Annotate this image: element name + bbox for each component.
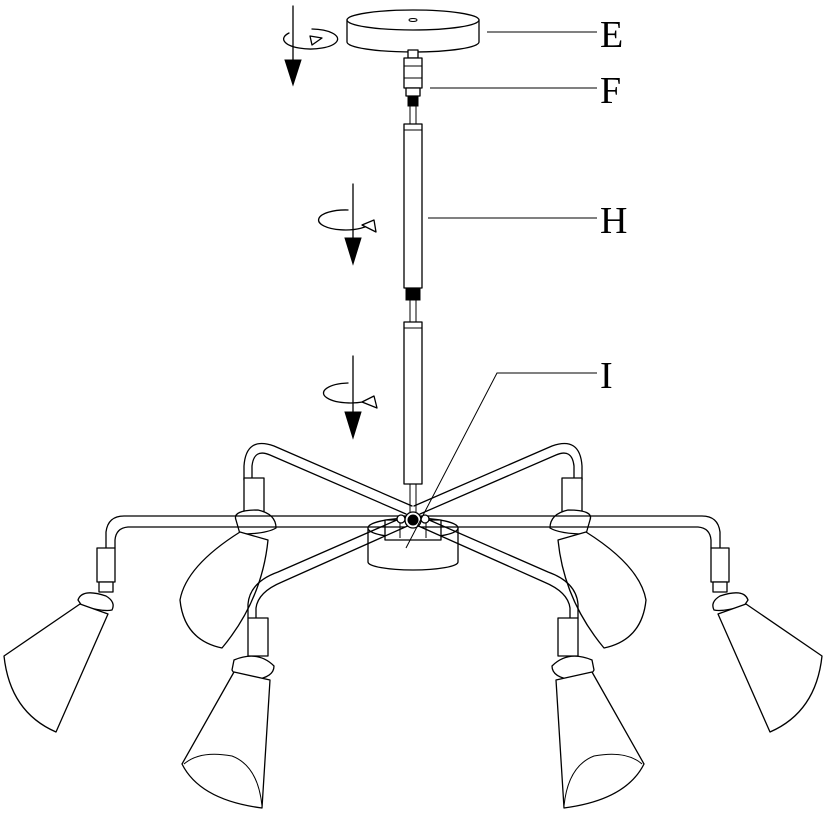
- canopy-e: [346, 9, 480, 53]
- rod-h-upper: [403, 123, 423, 322]
- arm-front-left: [247, 515, 413, 657]
- rod-lower: [403, 321, 423, 512]
- shade-front-right: [551, 655, 645, 809]
- shade-side-left: [3, 592, 114, 733]
- rotate-clockwise-icon: [322, 382, 378, 409]
- arm-side-right: [420, 515, 730, 593]
- label-i: I: [600, 355, 613, 397]
- arm-side-left: [96, 515, 406, 593]
- arm-back-left: [243, 442, 413, 515]
- label-e: E: [600, 14, 623, 56]
- down-arrow-icon: [284, 5, 302, 87]
- label-h: H: [600, 200, 627, 242]
- rotate-clockwise-icon: [282, 28, 339, 50]
- rotate-clockwise-icon: [317, 209, 377, 233]
- leader-line-i: [405, 372, 597, 549]
- arm-back-right: [413, 442, 583, 515]
- hub-center-joint: [396, 511, 430, 529]
- connector-f: [403, 49, 423, 124]
- shade-front-left: [181, 655, 275, 809]
- shade-side-right: [712, 592, 823, 733]
- arm-front-right: [413, 515, 579, 657]
- label-f: F: [600, 70, 621, 112]
- down-arrow-icon: [344, 183, 362, 266]
- down-arrow-icon: [344, 355, 362, 440]
